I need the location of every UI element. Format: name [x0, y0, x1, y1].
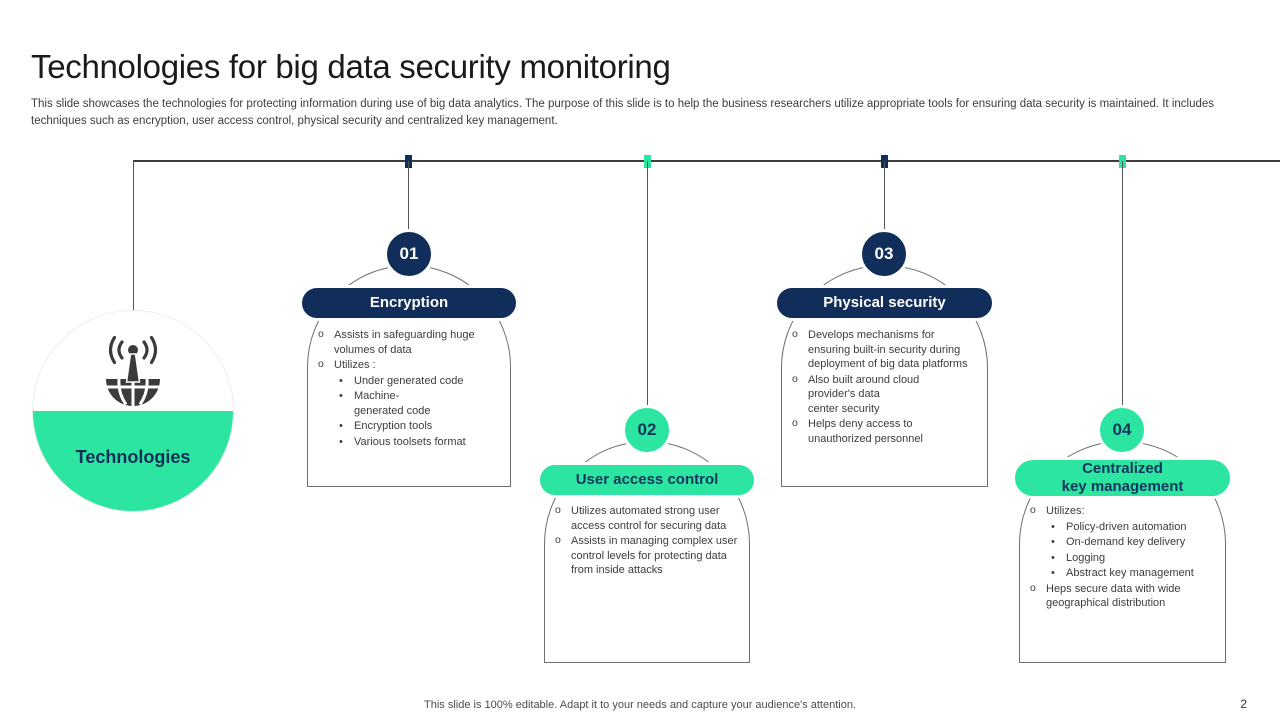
card-title: Encryption: [369, 293, 449, 311]
bullet-item: • Abstract key management: [1028, 566, 1216, 581]
bullet-text: On-demand key delivery: [1066, 536, 1186, 549]
bullet-marker: o: [792, 328, 798, 340]
bullet-item: o Utilizes:: [1028, 504, 1216, 519]
card-title-pill: Encryption: [299, 285, 519, 321]
bullet-marker: •: [1051, 567, 1055, 580]
connector-line: [1122, 161, 1123, 409]
bullet-marker: •: [1051, 551, 1055, 564]
hub-label: Technologies: [75, 447, 191, 467]
card-centralized-key-management: Centralized key management 04 o Utilizes:…: [1012, 405, 1233, 663]
bullet-text: Heps secure data with wide geographical …: [1046, 582, 1181, 610]
bullet-item: o Heps secure data with wide geographical…: [1028, 582, 1216, 611]
bullet-text: Logging: [1066, 551, 1106, 564]
card-user-access-control: User access control 02 o Utilizes automat…: [537, 405, 757, 663]
bullet-marker: •: [339, 435, 343, 448]
bullet-item: o Develops mechanisms for ensuring built-…: [790, 328, 978, 372]
bullet-marker: o: [555, 504, 561, 516]
bullet-text: Assists in safeguarding huge volumes of …: [334, 329, 475, 356]
card-title: Centralized key management: [1061, 459, 1184, 495]
bullet-marker: •: [339, 420, 343, 433]
bullet-item: • Policy-driven automation: [1028, 520, 1216, 535]
antenna-globe-icon: [104, 335, 162, 406]
bullet-text: Abstract key management: [1066, 567, 1194, 580]
bullet-item: o Also built around cloud provider's data…: [790, 373, 978, 417]
page-number: 2: [1240, 697, 1247, 711]
number-badge: 02: [622, 405, 672, 455]
bullet-text: Under generated code: [354, 374, 464, 387]
card-title-pill: Centralized key management: [1012, 457, 1233, 499]
connector-line: [647, 161, 648, 409]
bullet-item: o Assists in safeguarding huge volumes of…: [316, 328, 504, 357]
bullet-marker: o: [1030, 504, 1036, 516]
bullet-text: Machine- generated code: [354, 390, 431, 417]
card-title-pill: User access control: [537, 462, 757, 498]
bullet-text: Various toolsets format: [354, 435, 466, 448]
page-title: Technologies for big data security monit…: [31, 48, 671, 86]
bullet-text: Utilizes automated strong user access co…: [571, 505, 727, 532]
card-title: Physical security: [823, 293, 946, 311]
number-badge: 01: [384, 229, 434, 279]
bullet-item: o Utilizes automated strong user access c…: [553, 504, 741, 533]
bullet-item: o Helps deny access to unauthorized perso…: [790, 417, 978, 446]
card-bullets: o Utilizes: • Policy-driven automation • On-d…: [1028, 504, 1216, 612]
bullet-item: o Assists in managing complex user contro…: [553, 534, 741, 578]
card-bullets: o Utilizes automated strong user access c…: [553, 504, 741, 579]
card-physical-security: Physical security 03 o Develops mechanism…: [774, 229, 995, 487]
bullet-marker: o: [1030, 581, 1036, 594]
bullet-item: o Utilizes :: [316, 358, 504, 373]
number-badge: 04: [1097, 405, 1147, 455]
bullet-item: • Under generated code: [316, 374, 504, 389]
bullet-marker: o: [792, 372, 798, 385]
bullet-marker: o: [318, 358, 324, 371]
bullet-item: • Machine- generated code: [316, 389, 504, 418]
bullet-item: • On-demand key delivery: [1028, 535, 1216, 550]
slide-description: This slide showcases the technologies fo…: [31, 97, 1215, 128]
timeline-line: [133, 160, 1280, 162]
card-bullets: o Assists in safeguarding huge volumes of…: [316, 328, 504, 450]
technologies-hub-circle: Technologies: [33, 311, 233, 511]
bullet-item: • Encryption tools: [316, 419, 504, 434]
bullet-marker: •: [1051, 536, 1055, 549]
bullet-marker: •: [339, 374, 343, 387]
bullet-marker: o: [318, 328, 324, 340]
footer-note: This slide is 100% editable. Adapt it to…: [424, 699, 856, 711]
bullet-text: Utilizes :: [334, 359, 376, 372]
bullet-text: Policy-driven automation: [1066, 520, 1187, 533]
bullet-marker: •: [1051, 520, 1055, 533]
bullet-text: Develops mechanisms for ensuring built-i…: [808, 329, 968, 371]
bullet-text: Assists in managing complex user control…: [571, 535, 738, 577]
card-title: User access control: [575, 470, 719, 488]
bullet-marker: •: [339, 390, 343, 403]
card-encryption: Encryption 01 o Assists in safeguarding h…: [299, 229, 519, 487]
bullet-item: • Various toolsets format: [316, 435, 504, 450]
card-bullets: o Develops mechanisms for ensuring built-…: [790, 328, 978, 447]
bullet-marker: o: [792, 417, 798, 430]
bullet-text: Also built around cloud provider's data …: [808, 373, 920, 415]
bullet-text: Helps deny access to unauthorized person…: [808, 418, 923, 445]
bullet-text: Utilizes:: [1046, 505, 1085, 517]
bullet-text: Encryption tools: [354, 420, 433, 433]
bullet-item: • Logging: [1028, 551, 1216, 566]
connector-line: [408, 161, 409, 233]
connector-line: [133, 161, 134, 311]
number-badge: 03: [859, 229, 909, 279]
connector-line: [884, 161, 885, 233]
bullet-marker: o: [555, 534, 561, 547]
card-title-pill: Physical security: [774, 285, 995, 321]
